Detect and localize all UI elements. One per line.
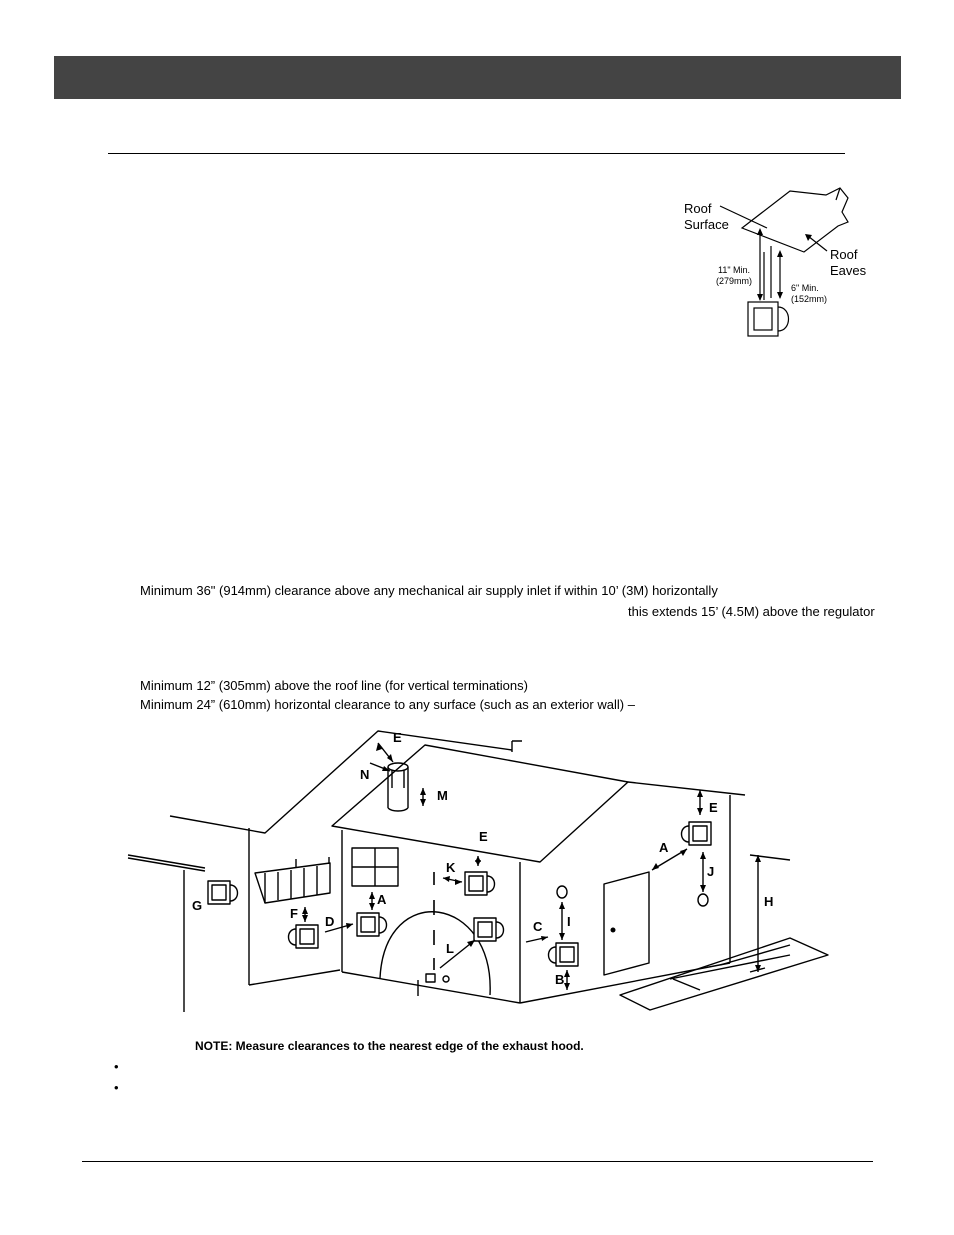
label-d: D: [325, 914, 334, 929]
label-f: F: [290, 906, 298, 921]
title-rule: [108, 153, 845, 154]
label-c: C: [533, 919, 543, 934]
clearance-line-36in: Minimum 36" (914mm) clearance above any …: [140, 583, 718, 598]
label-m: M: [437, 788, 448, 803]
label-i: I: [567, 914, 571, 929]
label-j: J: [707, 864, 714, 879]
clearance-line-12in: Minimum 12” (305mm) above the roof line …: [140, 678, 528, 693]
label-b: B: [555, 972, 564, 987]
clearance-line-regulator: this extends 15’ (4.5M) above the regula…: [628, 604, 875, 619]
label-k: K: [446, 860, 456, 875]
clearance-line-24in: Minimum 24” (610mm) horizontal clearance…: [140, 697, 635, 712]
label-e-mid: E: [479, 829, 488, 844]
bullet-2: •: [114, 1080, 119, 1095]
roof-eaves-inset-diagram: [719, 187, 849, 337]
eleven-inch-min-label: 11" Min.(279mm): [716, 265, 753, 286]
footer-rule: [82, 1161, 873, 1162]
label-h: H: [764, 894, 773, 909]
house-clearance-diagram: E N M E E A J H K G F D A C I L B: [127, 730, 829, 1012]
six-inch-min-label: 6" Min.(152mm): [791, 283, 828, 304]
exhaust-hood-note: NOTE: Measure clearances to the nearest …: [195, 1039, 584, 1053]
label-g: G: [192, 898, 202, 913]
header-bar: [54, 56, 901, 99]
bullet-1: •: [114, 1059, 119, 1074]
label-e-top: E: [393, 730, 402, 745]
label-e-right: E: [709, 800, 718, 815]
label-a-right: A: [659, 840, 669, 855]
label-l: L: [446, 941, 454, 956]
label-n: N: [360, 767, 369, 782]
label-a-left: A: [377, 892, 387, 907]
